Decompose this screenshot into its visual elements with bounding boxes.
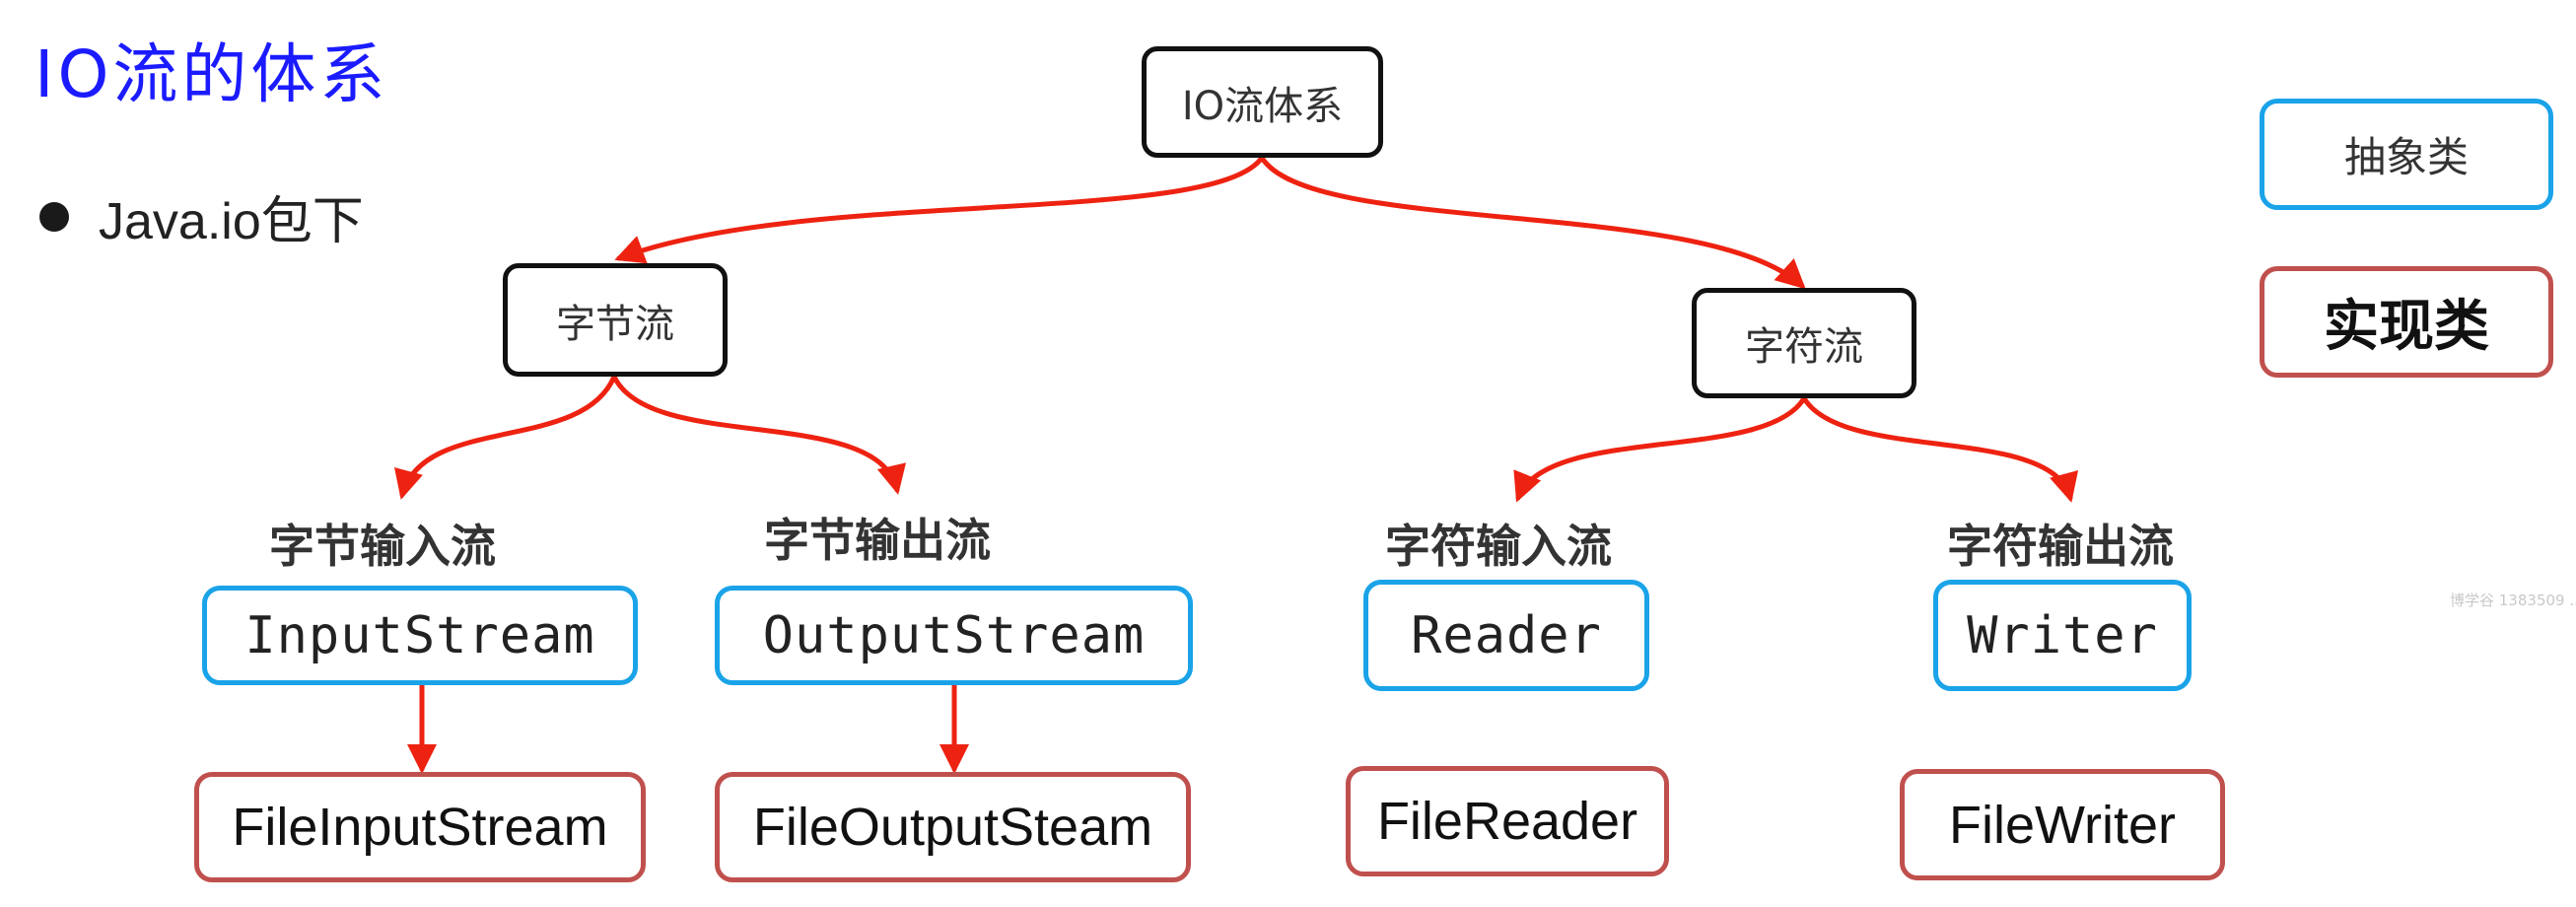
char-stream-node: 字符流 xyxy=(1692,288,1916,398)
page-title: IO流的体系 xyxy=(35,36,389,112)
legend-abstract: 抽象类 xyxy=(2260,99,2553,210)
char-input-label: 字符输入流 xyxy=(1385,520,1612,573)
outputstream-box: OutputStream xyxy=(715,586,1193,685)
char-stream-label: 字符流 xyxy=(1745,324,1863,370)
filereader-label: FileReader xyxy=(1376,792,1638,851)
filereader-box: FileReader xyxy=(1346,766,1669,876)
writer-label: Writer xyxy=(1967,605,2158,665)
fileoutputsteam-label: FileOutputSteam xyxy=(752,798,1153,857)
arrow-byte-to-input xyxy=(394,374,617,500)
legend-impl: 实现类 xyxy=(2260,266,2553,378)
bullet-text: Java.io包下 xyxy=(99,193,364,250)
fileinputstream-label: FileInputStream xyxy=(232,798,608,857)
root-node-label: IO流体系 xyxy=(1181,83,1344,129)
writer-box: Writer xyxy=(1933,580,2192,691)
fileoutputsteam-box: FileOutputSteam xyxy=(715,772,1191,882)
legend-abstract-label: 抽象类 xyxy=(2343,133,2469,181)
arrow-byte-to-output xyxy=(611,374,906,495)
inputstream-label: InputStream xyxy=(244,605,595,665)
arrow-char-to-output xyxy=(1801,395,2078,503)
root-node: IO流体系 xyxy=(1142,46,1383,158)
byte-output-label: 字节输出流 xyxy=(764,514,991,567)
byte-input-label: 字节输入流 xyxy=(269,520,496,573)
inputstream-box: InputStream xyxy=(202,586,638,685)
arrow-root-to-byte xyxy=(614,155,1265,264)
bullet-item: Java.io包下 xyxy=(39,179,364,253)
legend-impl-label: 实现类 xyxy=(2324,295,2489,359)
reader-label: Reader xyxy=(1411,605,1602,665)
arrow-char-to-input xyxy=(1513,395,1807,503)
fileinputstream-box: FileInputStream xyxy=(194,772,646,882)
outputstream-label: OutputStream xyxy=(762,605,1146,665)
watermark-text: 博学谷 1383509 ... xyxy=(2450,592,2576,609)
filewriter-box: FileWriter xyxy=(1900,769,2225,880)
byte-stream-label: 字节流 xyxy=(556,301,674,347)
filewriter-label: FileWriter xyxy=(1948,795,2176,855)
reader-box: Reader xyxy=(1363,580,1649,691)
byte-stream-node: 字节流 xyxy=(503,263,728,377)
arrow-root-to-char xyxy=(1259,155,1806,290)
char-output-label: 字符输出流 xyxy=(1947,520,2174,573)
bullet-dot-icon xyxy=(39,201,69,232)
